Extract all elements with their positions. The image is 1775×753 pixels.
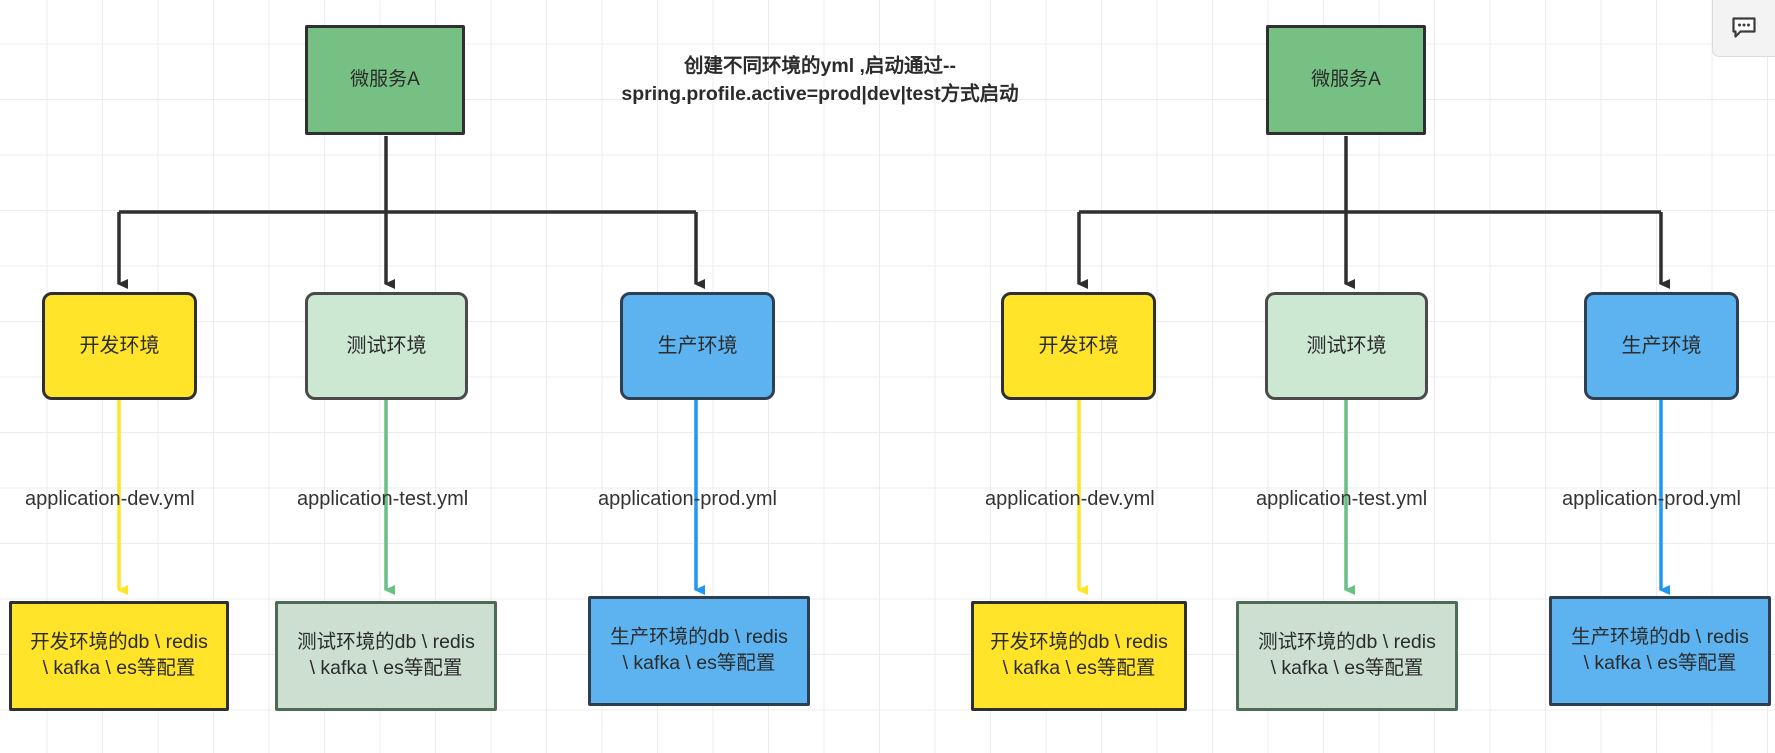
node-env-dev-left[interactable]: 开发环境 bbox=[42, 292, 197, 400]
node-env-prod-right[interactable]: 生产环境 bbox=[1584, 292, 1739, 400]
node-env-dev-right[interactable]: 开发环境 bbox=[1001, 292, 1156, 400]
node-config-dev-right[interactable]: 开发环境的db \ redis \ kafka \ es等配置 bbox=[971, 601, 1187, 711]
edge-label-dev-left: application-dev.yml bbox=[25, 488, 195, 510]
node-config-test-left[interactable]: 测试环境的db \ redis \ kafka \ es等配置 bbox=[275, 601, 497, 711]
node-service-right[interactable]: 微服务A bbox=[1266, 25, 1426, 135]
edge-label-test-left: application-test.yml bbox=[297, 488, 469, 510]
node-config-test-right[interactable]: 测试环境的db \ redis \ kafka \ es等配置 bbox=[1236, 601, 1458, 711]
node-env-test-right[interactable]: 测试环境 bbox=[1265, 292, 1428, 400]
comment-bubble-icon[interactable] bbox=[1731, 16, 1757, 40]
node-config-prod-right[interactable]: 生产环境的db \ redis \ kafka \ es等配置 bbox=[1549, 596, 1771, 706]
node-config-prod-left[interactable]: 生产环境的db \ redis \ kafka \ es等配置 bbox=[588, 596, 810, 706]
diagram-title: 创建不同环境的yml ,启动通过-- spring.profile.active… bbox=[621, 55, 1019, 106]
edge-label-test-right: application-test.yml bbox=[1256, 488, 1428, 510]
edge-label-prod-right: application-prod.yml bbox=[1562, 488, 1741, 510]
node-service-left[interactable]: 微服务A bbox=[305, 25, 465, 135]
edge-label-prod-left: application-prod.yml bbox=[598, 488, 777, 510]
comment-panel[interactable] bbox=[1712, 0, 1775, 57]
node-env-test-left[interactable]: 测试环境 bbox=[305, 292, 468, 400]
edge-label-dev-right: application-dev.yml bbox=[985, 488, 1155, 510]
node-config-dev-left[interactable]: 开发环境的db \ redis \ kafka \ es等配置 bbox=[9, 601, 229, 711]
node-env-prod-left[interactable]: 生产环境 bbox=[620, 292, 775, 400]
